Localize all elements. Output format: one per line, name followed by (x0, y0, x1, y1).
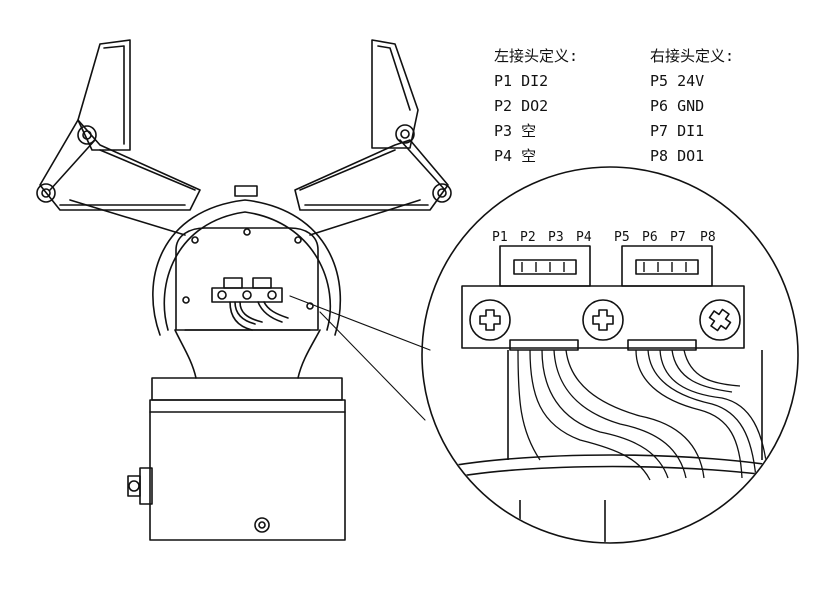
screw (699, 299, 741, 341)
gripper-body (127, 399, 346, 541)
left-pin-p3: P3 空 (494, 122, 537, 140)
pin-label-p1: P1 (492, 230, 508, 245)
left-connector-definition: 左接头定义: P1 DI2 P2 DO2 P3 空 P4 空 (494, 44, 578, 169)
pin-label-p5: P5 (614, 230, 630, 245)
top-nub (234, 185, 258, 197)
left-pin-p4: P4 空 (494, 147, 537, 165)
pin-labels: P1 P2 P3 P4 P5 P6 P7 P8 (492, 230, 716, 245)
bracket-plate (461, 285, 745, 349)
pin-label-p6: P6 (642, 230, 658, 245)
magnified-content (429, 245, 797, 542)
left-finger (36, 39, 201, 236)
screw (582, 299, 624, 341)
right-pin-p6: P6 GND (650, 97, 705, 115)
left-pin-p1: P1 DI2 (494, 72, 549, 90)
pin-label-p2: P2 (520, 230, 536, 245)
left-pin-p2: P2 DO2 (494, 97, 549, 115)
right-connector-definition: 右接头定义: P5 24V P6 GND P7 DI1 P8 DO1 (650, 44, 734, 169)
left-definition-title: 左接头定义: (494, 47, 579, 65)
right-pin-p8: P8 DO1 (650, 147, 705, 165)
pin-label-p7: P7 (670, 230, 686, 245)
right-pin-p5: P5 24V (650, 72, 705, 90)
right-finger (294, 39, 452, 236)
neck-flange (151, 329, 343, 401)
magnified-view (421, 166, 799, 544)
head-housing (152, 199, 342, 336)
pin-label-p8: P8 (700, 230, 716, 245)
callout-leader (289, 295, 431, 421)
right-definition-title: 右接头定义: (650, 47, 735, 65)
pin-label-p3: P3 (548, 230, 564, 245)
pin-label-p4: P4 (576, 230, 592, 245)
connector-pins (521, 262, 687, 272)
screw (469, 299, 511, 341)
right-pin-p7: P7 DI1 (650, 122, 705, 140)
